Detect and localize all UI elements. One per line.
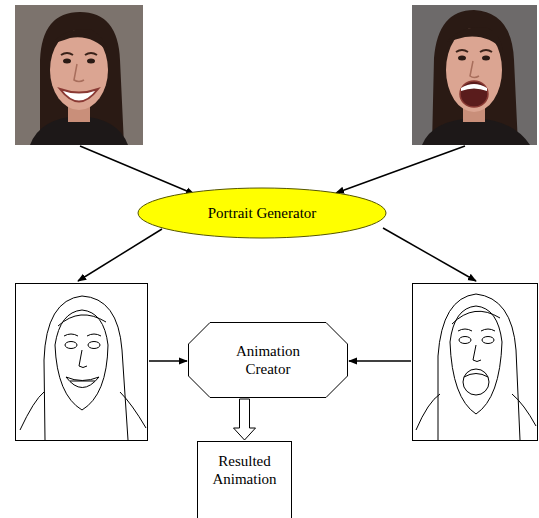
smile	[60, 89, 98, 102]
eye	[87, 59, 95, 64]
teeth	[461, 84, 487, 91]
teeth-line	[70, 381, 95, 382]
mouth-line	[463, 369, 489, 395]
flow-arrow	[78, 229, 162, 281]
face	[446, 28, 502, 112]
eye-line	[65, 342, 77, 349]
process-ellipse: Portrait Generator	[137, 187, 387, 239]
brow	[456, 50, 468, 52]
brow-line	[458, 329, 495, 331]
face-line	[450, 306, 502, 414]
photo-background	[412, 5, 537, 145]
flow-arrow	[336, 146, 465, 193]
flow-arrow	[383, 228, 476, 281]
fringe	[447, 27, 503, 50]
eye-line	[88, 342, 100, 349]
nose	[470, 61, 479, 78]
clothing	[422, 118, 530, 145]
node-label: Portrait Generator	[208, 204, 317, 222]
face-line	[55, 310, 108, 410]
brow	[85, 53, 97, 55]
block-arrow	[234, 399, 256, 440]
photo-background	[15, 5, 143, 145]
fringe	[52, 29, 108, 52]
shoulder-line	[20, 392, 146, 430]
brow-line	[64, 334, 101, 336]
hair-line	[438, 294, 520, 440]
nose-line	[473, 345, 481, 362]
portrait-sketch	[16, 284, 148, 441]
process-octagon: Animation Creator	[188, 322, 348, 398]
hair-line	[44, 296, 128, 440]
flow-arrow	[149, 360, 187, 362]
octagon-outline	[189, 323, 348, 398]
face-photo	[15, 5, 143, 145]
node-label: Resulted Animation	[205, 452, 285, 488]
node-outline	[188, 322, 348, 398]
fringe-line	[452, 311, 500, 324]
node-label: Animation Creator	[218, 342, 318, 378]
face	[50, 30, 108, 110]
open-mouth	[460, 81, 488, 107]
sketch-frame	[16, 284, 148, 441]
eye	[482, 56, 490, 61]
brow	[480, 50, 492, 52]
eye-line	[459, 337, 471, 344]
mouth-line	[66, 377, 99, 388]
flow-arrow	[80, 146, 194, 194]
nose-line	[79, 350, 87, 368]
face-photo	[412, 5, 537, 145]
eye-line	[482, 337, 494, 344]
teeth-line	[464, 374, 488, 378]
shoulder-line	[416, 394, 536, 430]
portrait-sketch	[413, 284, 538, 441]
eye	[63, 59, 71, 64]
ellipse-outline	[138, 188, 386, 238]
nose	[74, 64, 84, 82]
sketch-frame	[413, 284, 538, 441]
eye	[458, 56, 466, 61]
fringe-line	[58, 315, 106, 326]
flow-arrow	[349, 360, 411, 362]
output-box: Resulted Animation	[197, 441, 292, 518]
brow	[61, 53, 73, 55]
